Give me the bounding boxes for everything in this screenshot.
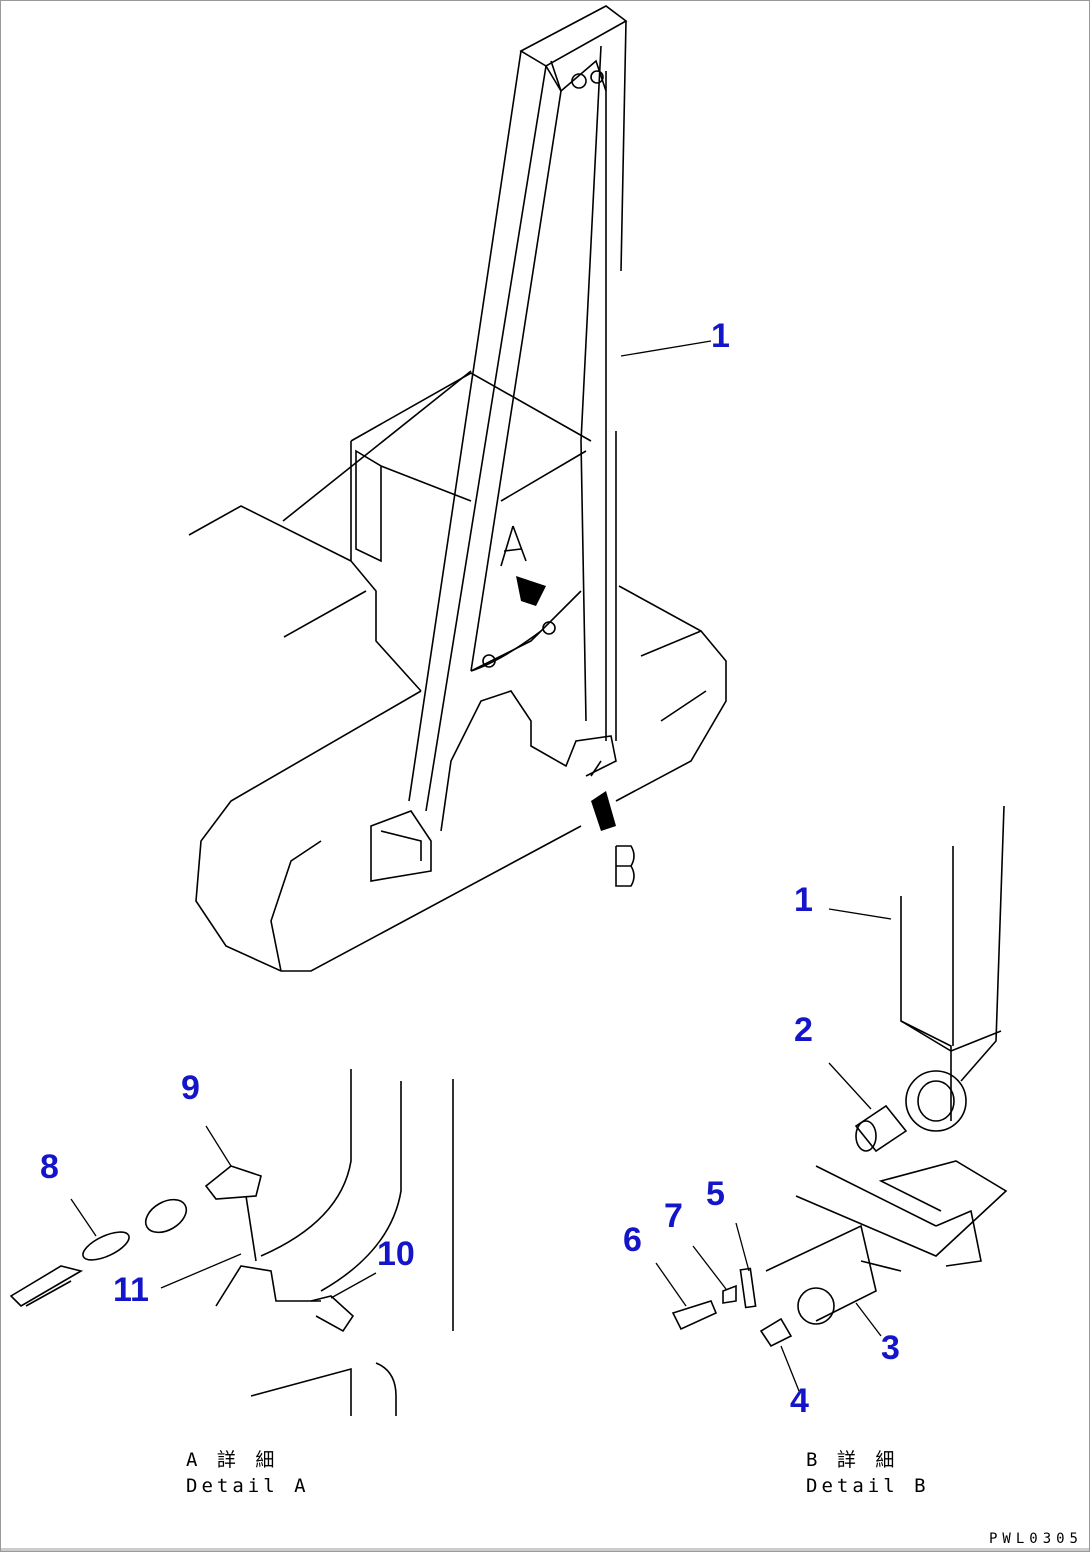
callout-4: 4: [790, 1382, 809, 1420]
detail-b-caption-jp: B 詳 細: [806, 1449, 899, 1471]
callout-2: 2: [794, 1011, 813, 1049]
bottom-border: [1, 1548, 1089, 1551]
machine-base: [188, 370, 727, 972]
callout-6: 6: [623, 1221, 642, 1259]
callout-9: 9: [181, 1069, 200, 1107]
callout-5: 5: [706, 1175, 725, 1213]
callout-1-detail: 1: [794, 881, 813, 919]
callout-3: 3: [881, 1329, 900, 1367]
callout-7: 7: [664, 1197, 683, 1235]
drawing-code: PWL0305: [988, 1531, 1083, 1547]
callout-1: 1: [711, 317, 730, 355]
callout-10: 10: [377, 1235, 415, 1273]
detail-b-drawing: [655, 805, 1008, 1392]
view-arrows: [500, 525, 635, 887]
detail-b-caption-en: Detail B: [806, 1475, 930, 1497]
frame-arm: [370, 5, 628, 882]
callout-8: 8: [40, 1148, 59, 1186]
callout-11: 11: [113, 1271, 149, 1309]
detail-a-caption-en: Detail A: [186, 1475, 310, 1497]
detail-a-caption-jp: A 詳 細: [186, 1449, 279, 1471]
leader-1: [620, 340, 712, 357]
detail-a-drawing: [9, 1069, 454, 1416]
